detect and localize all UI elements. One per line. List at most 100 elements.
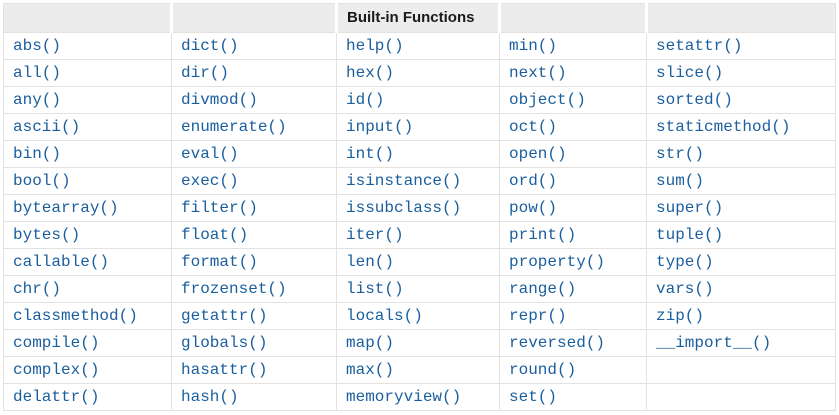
- link-type[interactable]: type(): [656, 253, 714, 271]
- link-compile[interactable]: compile(): [13, 334, 100, 352]
- link-tuple[interactable]: tuple(): [656, 226, 724, 244]
- cell-any: any(): [3, 86, 172, 114]
- cell-enumerate: enumerate(): [171, 113, 337, 141]
- link-sum[interactable]: sum(): [656, 172, 705, 190]
- link-exec[interactable]: exec(): [181, 172, 239, 190]
- link-pow[interactable]: pow(): [509, 199, 558, 217]
- link-hex[interactable]: hex(): [346, 64, 395, 82]
- link-dict[interactable]: dict(): [181, 37, 239, 55]
- link-bytearray[interactable]: bytearray(): [13, 199, 119, 217]
- link-all[interactable]: all(): [13, 64, 62, 82]
- link-__import__[interactable]: __import__(): [656, 334, 772, 352]
- link-complex[interactable]: complex(): [13, 361, 100, 379]
- link-list[interactable]: list(): [346, 280, 404, 298]
- link-memoryview[interactable]: memoryview(): [346, 388, 462, 406]
- link-issubclass[interactable]: issubclass(): [346, 199, 462, 217]
- link-enumerate[interactable]: enumerate(): [181, 118, 287, 136]
- link-range[interactable]: range(): [509, 280, 577, 298]
- link-sorted[interactable]: sorted(): [656, 91, 733, 109]
- link-open[interactable]: open(): [509, 145, 567, 163]
- link-vars[interactable]: vars(): [656, 280, 714, 298]
- cell-vars: vars(): [646, 275, 836, 303]
- cell-dir: dir(): [171, 59, 337, 87]
- cell-bin: bin(): [3, 140, 172, 168]
- link-filter[interactable]: filter(): [181, 199, 258, 217]
- link-object[interactable]: object(): [509, 91, 586, 109]
- link-bytes[interactable]: bytes(): [13, 226, 81, 244]
- link-next[interactable]: next(): [509, 64, 567, 82]
- link-str[interactable]: str(): [656, 145, 705, 163]
- cell-delattr: delattr(): [3, 383, 172, 411]
- link-any[interactable]: any(): [13, 91, 62, 109]
- table-title: Built-in Functions: [347, 9, 475, 26]
- table-row: complex() hasattr() max() round(): [3, 356, 836, 384]
- link-eval[interactable]: eval(): [181, 145, 239, 163]
- cell-empty: [646, 356, 836, 384]
- cell-set: set(): [499, 383, 647, 411]
- link-help[interactable]: help(): [346, 37, 404, 55]
- link-zip[interactable]: zip(): [656, 307, 705, 325]
- link-len[interactable]: len(): [346, 253, 395, 271]
- cell-int: int(): [336, 140, 500, 168]
- cell-callable: callable(): [3, 248, 172, 276]
- table-row: abs() dict() help() min() setattr(): [3, 32, 836, 60]
- link-round[interactable]: round(): [509, 361, 577, 379]
- cell-classmethod: classmethod(): [3, 302, 172, 330]
- link-ascii[interactable]: ascii(): [13, 118, 81, 136]
- link-setattr[interactable]: setattr(): [656, 37, 743, 55]
- link-float[interactable]: float(): [181, 226, 249, 244]
- link-ord[interactable]: ord(): [509, 172, 558, 190]
- link-abs[interactable]: abs(): [13, 37, 62, 55]
- link-classmethod[interactable]: classmethod(): [13, 307, 138, 325]
- cell-filter: filter(): [171, 194, 337, 222]
- link-print[interactable]: print(): [509, 226, 577, 244]
- cell-property: property(): [499, 248, 647, 276]
- link-slice[interactable]: slice(): [656, 64, 724, 82]
- cell-print: print(): [499, 221, 647, 249]
- link-hash[interactable]: hash(): [181, 388, 239, 406]
- link-oct[interactable]: oct(): [509, 118, 558, 136]
- table-row: chr() frozenset() list() range() vars(): [3, 275, 836, 303]
- link-reversed[interactable]: reversed(): [509, 334, 606, 352]
- link-globals[interactable]: globals(): [181, 334, 268, 352]
- builtin-functions-table: Built-in Functions abs() dict() help() min(…: [3, 3, 836, 411]
- link-hasattr[interactable]: hasattr(): [181, 361, 268, 379]
- cell-id: id(): [336, 86, 500, 114]
- cell-abs: abs(): [3, 32, 172, 60]
- link-property[interactable]: property(): [509, 253, 606, 271]
- link-max[interactable]: max(): [346, 361, 395, 379]
- link-id[interactable]: id(): [346, 91, 385, 109]
- link-delattr[interactable]: delattr(): [13, 388, 100, 406]
- cell-bytes: bytes(): [3, 221, 172, 249]
- link-bool[interactable]: bool(): [13, 172, 71, 190]
- link-set[interactable]: set(): [509, 388, 558, 406]
- link-divmod[interactable]: divmod(): [181, 91, 258, 109]
- header-cell-empty-1: [3, 3, 173, 33]
- link-repr[interactable]: repr(): [509, 307, 567, 325]
- cell-isinstance: isinstance(): [336, 167, 500, 195]
- link-getattr[interactable]: getattr(): [181, 307, 268, 325]
- link-map[interactable]: map(): [346, 334, 395, 352]
- link-input[interactable]: input(): [346, 118, 414, 136]
- cell-help: help(): [336, 32, 500, 60]
- link-dir[interactable]: dir(): [181, 64, 230, 82]
- link-callable[interactable]: callable(): [13, 253, 110, 271]
- table-row: callable() format() len() property() type(): [3, 248, 836, 276]
- link-int[interactable]: int(): [346, 145, 395, 163]
- link-isinstance[interactable]: isinstance(): [346, 172, 462, 190]
- link-staticmethod[interactable]: staticmethod(): [656, 118, 791, 136]
- link-chr[interactable]: chr(): [13, 280, 62, 298]
- link-format[interactable]: format(): [181, 253, 258, 271]
- link-frozenset[interactable]: frozenset(): [181, 280, 287, 298]
- link-bin[interactable]: bin(): [13, 145, 62, 163]
- link-min[interactable]: min(): [509, 37, 558, 55]
- cell-divmod: divmod(): [171, 86, 337, 114]
- cell-hex: hex(): [336, 59, 500, 87]
- cell-complex: complex(): [3, 356, 172, 384]
- link-iter[interactable]: iter(): [346, 226, 404, 244]
- link-locals[interactable]: locals(): [346, 307, 423, 325]
- table-row: all() dir() hex() next() slice(): [3, 59, 836, 87]
- cell-len: len(): [336, 248, 500, 276]
- table-row: bin() eval() int() open() str(): [3, 140, 836, 168]
- link-super[interactable]: super(): [656, 199, 724, 217]
